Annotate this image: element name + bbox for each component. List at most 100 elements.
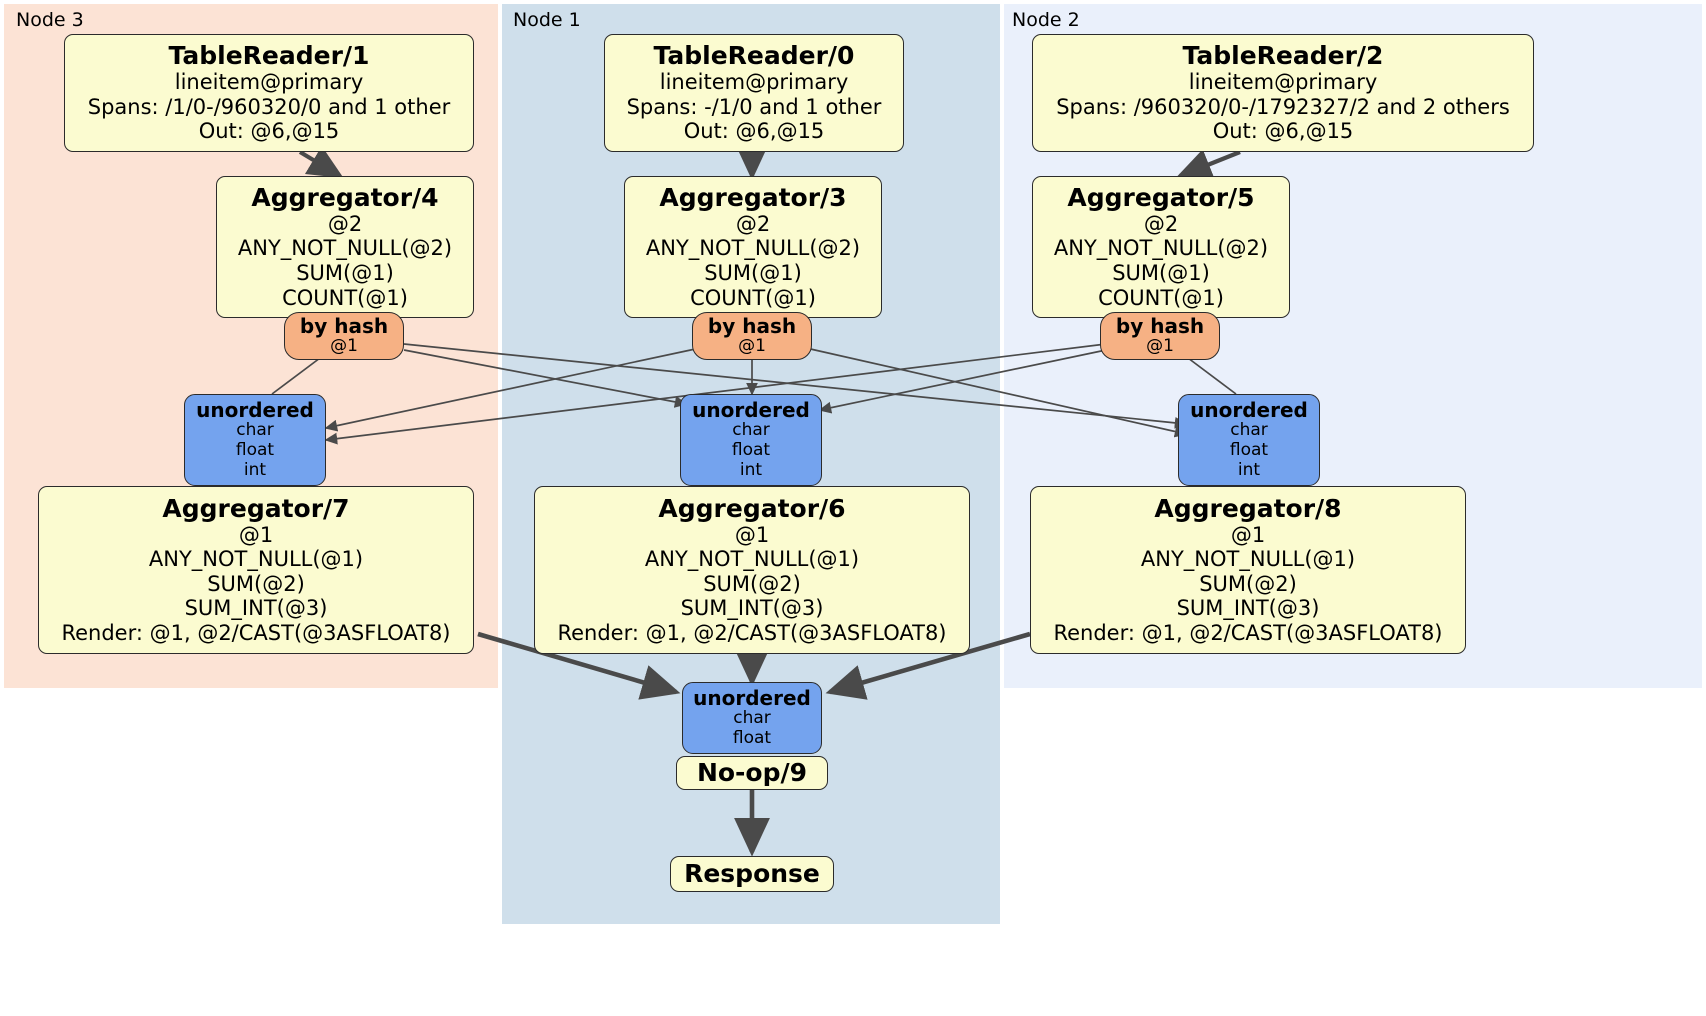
node-detail: SUM(@2) (207, 571, 305, 596)
node-title: unordered (692, 397, 810, 422)
processor-aggregator-4[interactable]: Aggregator/4 @2 ANY_NOT_NULL(@2) SUM(@1)… (216, 176, 474, 318)
node-title: by hash (1115, 313, 1205, 338)
synchronizer-unordered-left[interactable]: unordered char float int (184, 394, 326, 486)
node-detail: lineitem@primary (1188, 70, 1378, 95)
node-detail: SUM(@1) (1112, 261, 1210, 285)
synchronizer-unordered-right[interactable]: unordered char float int (1178, 394, 1320, 486)
node-detail: @1 (738, 336, 766, 357)
node-detail: COUNT(@1) (282, 285, 408, 310)
node-detail: SUM_INT(@3) (184, 596, 328, 621)
node-detail: float (235, 440, 275, 461)
node-panel-label-node1: Node 1 (513, 9, 581, 31)
router-by-hash-left[interactable]: by hash @1 (284, 312, 404, 360)
edge-tablereader2-aggregator5 (1176, 149, 1241, 180)
node-title: Aggregator/6 (658, 493, 846, 523)
node-detail: int (739, 460, 763, 481)
node-detail: int (243, 460, 267, 481)
node-title: Aggregator/3 (659, 182, 847, 212)
node-detail: ANY_NOT_NULL(@2) (1053, 236, 1269, 261)
node-detail: SUM(@1) (704, 261, 802, 285)
processor-aggregator-6[interactable]: Aggregator/6 @1 ANY_NOT_NULL(@1) SUM(@2)… (534, 486, 970, 654)
edge-aggregator7-to-sync-final (477, 631, 681, 700)
node-detail: COUNT(@1) (690, 285, 816, 310)
node-detail: int (1237, 460, 1261, 481)
node-detail: SUM_INT(@3) (1176, 596, 1320, 621)
node-detail: Out: @6,@15 (1212, 119, 1354, 144)
node-title: by hash (299, 313, 389, 338)
edge-router-left-to-sync-center (403, 349, 688, 408)
node-detail: float (732, 728, 772, 749)
node-detail: lineitem@primary (659, 70, 849, 95)
node-detail: SUM(@1) (296, 261, 394, 285)
node-detail: Spans: -/1/0 and 1 other (626, 94, 882, 119)
node-detail: char (733, 708, 771, 729)
node-title: No-op/9 (696, 758, 808, 787)
node-detail: Render: @1, @2/CAST(@3ASFLOAT8) (1053, 620, 1443, 645)
node-detail: SUM_INT(@3) (680, 596, 824, 621)
node-detail: ANY_NOT_NULL(@2) (237, 236, 453, 261)
node-detail: Render: @1, @2/CAST(@3ASFLOAT8) (557, 620, 947, 645)
node-detail: @1 (1146, 336, 1174, 357)
node-detail: char (1230, 420, 1268, 441)
node-detail: @2 (327, 211, 363, 236)
router-by-hash-right[interactable]: by hash @1 (1100, 312, 1220, 360)
processor-aggregator-3[interactable]: Aggregator/3 @2 ANY_NOT_NULL(@2) SUM(@1)… (624, 176, 882, 318)
node-detail: char (236, 420, 274, 441)
edge-aggregator8-to-sync-final (825, 631, 1031, 700)
edge-tablereader1-aggregator4 (298, 145, 344, 179)
edge-router-right-to-sync-center (818, 349, 1107, 414)
node-detail: char (732, 420, 770, 441)
router-by-hash-center[interactable]: by hash @1 (692, 312, 812, 360)
node-detail: Out: @6,@15 (198, 119, 340, 144)
node-detail: @1 (330, 336, 358, 357)
node-detail: lineitem@primary (174, 70, 364, 95)
node-detail: @1 (734, 522, 770, 547)
edge-router-right-to-sync-right (1187, 357, 1237, 395)
processor-aggregator-7[interactable]: Aggregator/7 @1 ANY_NOT_NULL(@1) SUM(@2)… (38, 486, 474, 654)
node-panel-label-node3: Node 3 (16, 9, 84, 31)
node-detail: @2 (735, 211, 771, 236)
node-title: unordered (693, 685, 811, 710)
node-title: Aggregator/5 (1067, 182, 1255, 212)
node-detail: @2 (1143, 211, 1179, 236)
node-title: Response (684, 859, 820, 888)
node-title: by hash (707, 313, 797, 338)
node-detail: ANY_NOT_NULL(@2) (645, 236, 861, 261)
node-detail: SUM(@2) (703, 571, 801, 596)
node-detail: @1 (1230, 522, 1266, 547)
processor-response[interactable]: Response (670, 856, 834, 892)
node-detail: Render: @1, @2/CAST(@3ASFLOAT8) (61, 620, 451, 645)
edge-router-center-to-sync-right (805, 347, 1188, 438)
processor-tablereader-1[interactable]: TableReader/1 lineitem@primary Spans: /1… (64, 34, 474, 152)
processor-noop-9[interactable]: No-op/9 (676, 756, 828, 790)
synchronizer-unordered-final[interactable]: unordered char float (682, 682, 822, 754)
edge-router-right-to-sync-left (324, 343, 1107, 445)
node-title: TableReader/1 (168, 41, 370, 71)
node-detail: Spans: /960320/0-/1792327/2 and 2 others (1056, 94, 1510, 119)
node-title: unordered (1190, 397, 1308, 422)
processor-tablereader-2[interactable]: TableReader/2 lineitem@primary Spans: /9… (1032, 34, 1534, 152)
node-title: Aggregator/8 (1154, 493, 1342, 523)
edge-router-center-to-sync-left (324, 347, 701, 432)
processor-aggregator-8[interactable]: Aggregator/8 @1 ANY_NOT_NULL(@1) SUM(@2)… (1030, 486, 1466, 654)
processor-aggregator-5[interactable]: Aggregator/5 @2 ANY_NOT_NULL(@2) SUM(@1)… (1032, 176, 1290, 318)
node-detail: Spans: /1/0-/960320/0 and 1 other (87, 94, 451, 119)
node-title: Aggregator/4 (251, 182, 439, 212)
edge-router-left-to-sync-right (403, 343, 1188, 429)
node-detail: @1 (238, 522, 274, 547)
edge-router-left-to-sync-left (271, 357, 321, 395)
node-detail: float (1229, 440, 1269, 461)
node-detail: ANY_NOT_NULL(@1) (644, 547, 860, 572)
synchronizer-unordered-center[interactable]: unordered char float int (680, 394, 822, 486)
node-detail: SUM(@2) (1199, 571, 1297, 596)
node-title: TableReader/0 (653, 41, 855, 71)
node-detail: ANY_NOT_NULL(@1) (1140, 547, 1356, 572)
node-detail: Out: @6,@15 (683, 119, 825, 144)
processor-tablereader-0[interactable]: TableReader/0 lineitem@primary Spans: -/… (604, 34, 904, 152)
node-title: Aggregator/7 (162, 493, 350, 523)
node-panel-label-node2: Node 2 (1012, 9, 1080, 31)
node-detail: float (731, 440, 771, 461)
node-detail: ANY_NOT_NULL(@1) (148, 547, 364, 572)
